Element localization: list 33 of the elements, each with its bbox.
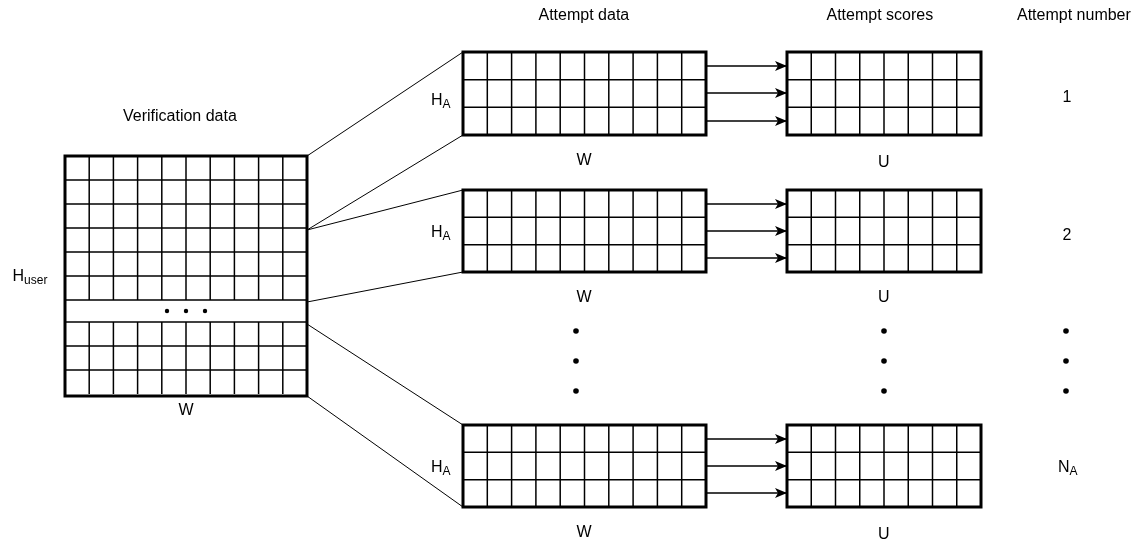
projection-line (306, 189, 464, 231)
arrow (705, 199, 788, 209)
dimension-label: U (878, 289, 890, 305)
projection-line (306, 134, 464, 231)
arrow (705, 434, 788, 444)
dimension-label: W (576, 524, 592, 540)
arrow (705, 461, 788, 471)
projection-line (306, 51, 464, 157)
arrow (705, 488, 788, 498)
arrow (705, 61, 788, 71)
column-heading: Attempt number (1017, 7, 1131, 23)
dimension-label: U (878, 526, 890, 542)
column-heading: Attempt scores (826, 7, 934, 23)
attempt-number: 1 (1062, 89, 1072, 105)
dimension-label: H$_{A}$ (431, 224, 451, 242)
dimension-label: H$_{user}$ (12, 268, 48, 286)
arrow (705, 116, 788, 126)
projection-line (306, 323, 464, 426)
dimension-label: W (576, 289, 592, 305)
arrow (705, 253, 788, 263)
column-heading: Attempt data (538, 7, 630, 23)
dimension-label: W (178, 402, 194, 418)
attempt-number: 2 (1062, 227, 1072, 243)
arrow (705, 88, 788, 98)
projection-line (306, 395, 464, 508)
dimension-label: H$_{A}$ (431, 459, 451, 477)
projection-line (306, 271, 464, 303)
dimension-label: W (576, 152, 592, 168)
dimension-label: H$_{A}$ (431, 92, 451, 110)
arrow (705, 226, 788, 236)
dimension-label: U (878, 154, 890, 170)
grid-title: Verification data (123, 108, 237, 124)
attempt-number: N$_{A}$ (1058, 459, 1078, 477)
